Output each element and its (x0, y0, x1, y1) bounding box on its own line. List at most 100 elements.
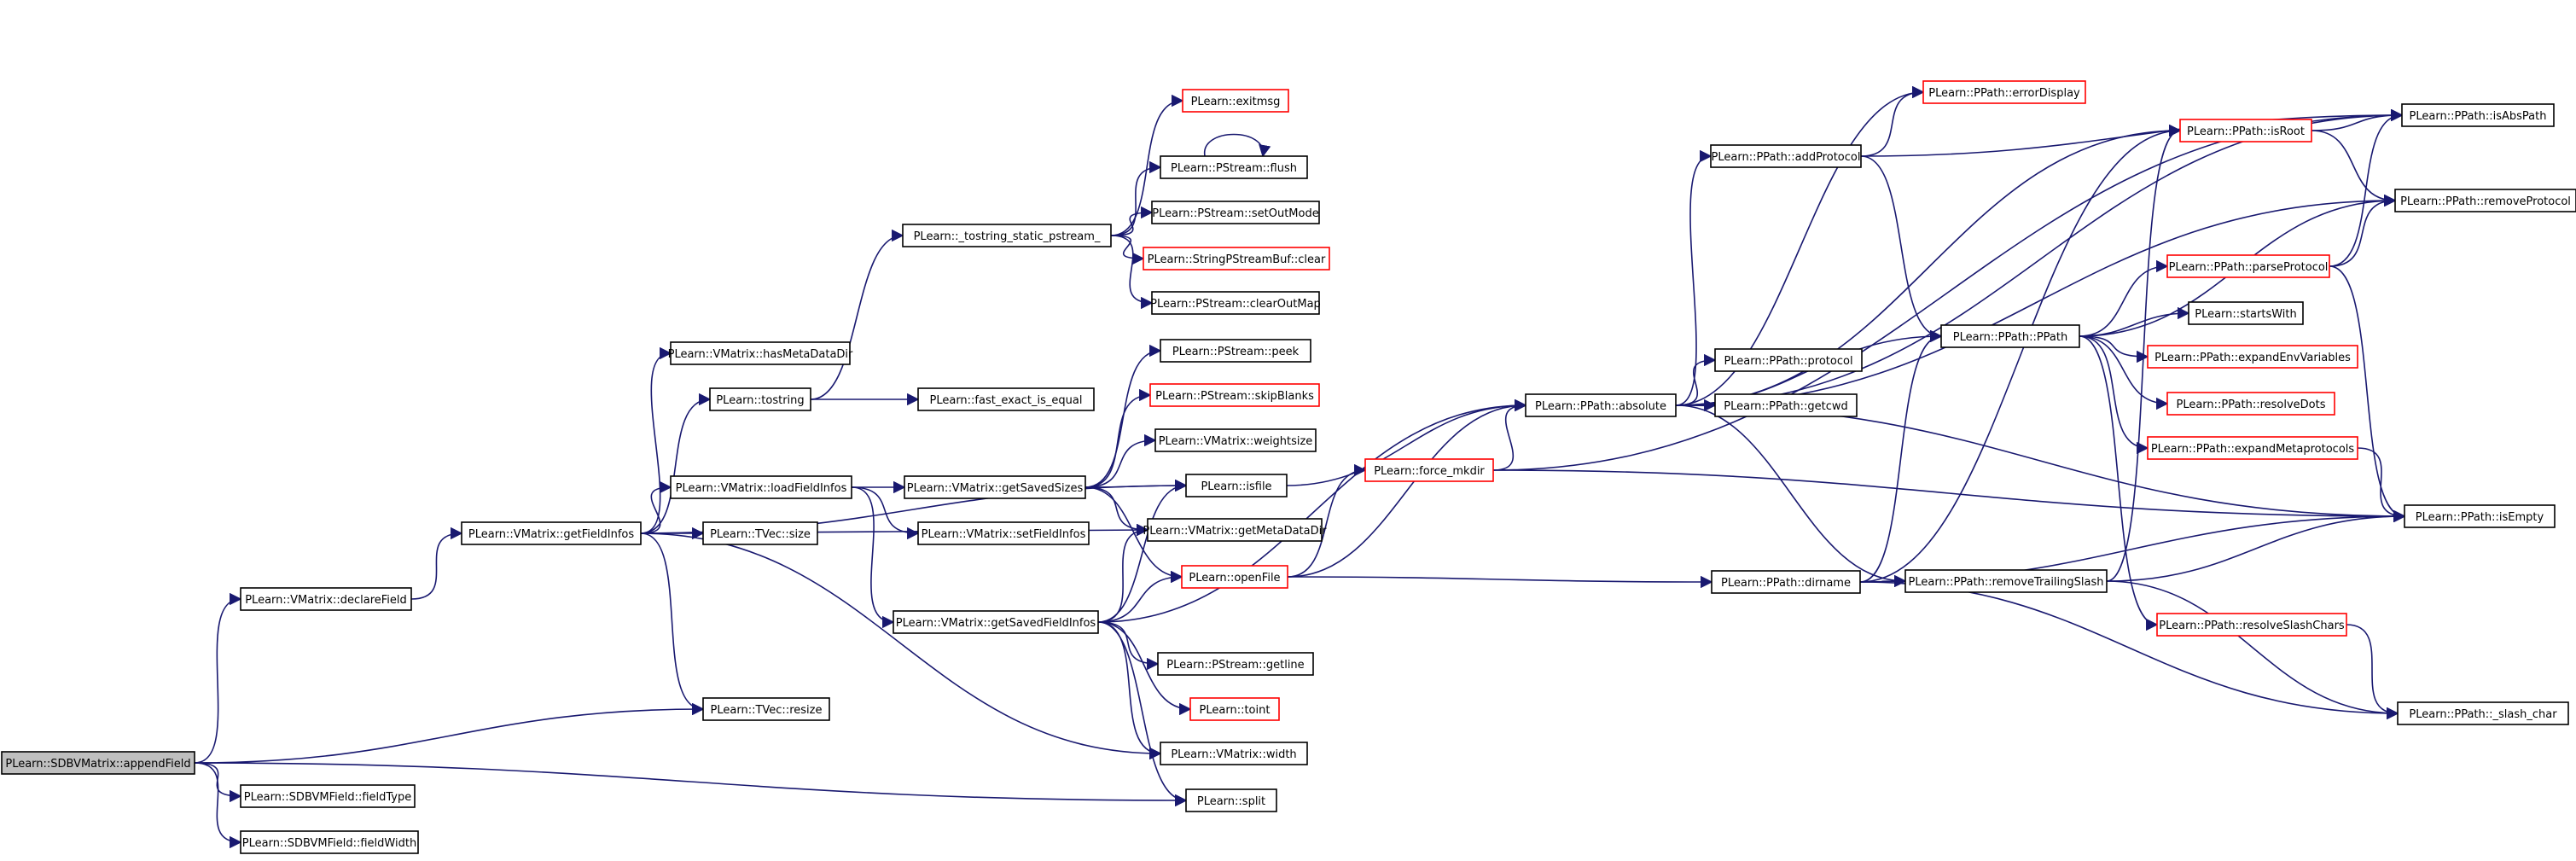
node-toint[interactable]: PLearn::toint (1189, 697, 1280, 721)
node-box[interactable] (1157, 652, 1314, 676)
node-box[interactable] (2404, 504, 2556, 528)
node-box[interactable] (1160, 742, 1308, 765)
node-box[interactable] (1922, 80, 2086, 104)
node-getSavedFieldInfos[interactable]: PLearn::VMatrix::getSavedFieldInfos (893, 610, 1099, 634)
node-exitmsg[interactable]: PLearn::exitmsg (1182, 89, 1289, 113)
node-getSavedSizes[interactable]: PLearn::VMatrix::getSavedSizes (904, 475, 1086, 499)
node-box[interactable] (702, 521, 818, 545)
node-removeTrailingSlash[interactable]: PLearn::PPath::removeTrailingSlash (1904, 569, 2108, 593)
node-box[interactable] (1710, 144, 1862, 168)
node-getFieldInfos[interactable]: PLearn::VMatrix::getFieldInfos (461, 521, 642, 545)
node-box[interactable] (1160, 155, 1308, 179)
node-box[interactable] (1364, 458, 1494, 482)
node-box[interactable] (240, 784, 416, 808)
node-box[interactable] (1185, 788, 1277, 812)
node-box[interactable] (240, 587, 412, 611)
node-width[interactable]: PLearn::VMatrix::width (1160, 742, 1308, 765)
node-box[interactable] (2401, 103, 2555, 127)
node-declareField[interactable]: PLearn::VMatrix::declareField (240, 587, 412, 611)
node-resolveSlashChars[interactable]: PLearn::PPath::resolveSlashChars (2156, 613, 2347, 637)
node-weightsize[interactable]: PLearn::VMatrix::weightsize (1154, 428, 1317, 452)
node-box[interactable] (1714, 348, 1863, 372)
node-fast_exact[interactable]: PLearn::fast_exact_is_equal (917, 387, 1095, 411)
node-box[interactable] (1185, 474, 1288, 497)
node-tvecsize[interactable]: PLearn::TVec::size (702, 521, 818, 545)
node-box[interactable] (670, 341, 851, 365)
node-box[interactable] (893, 610, 1099, 634)
node-box[interactable] (1151, 201, 1320, 224)
node-box[interactable] (1160, 339, 1311, 363)
node-box[interactable] (917, 387, 1095, 411)
node-protocol[interactable]: PLearn::PPath::protocol (1714, 348, 1863, 372)
node-box[interactable] (1, 751, 195, 775)
node-box[interactable] (2394, 189, 2576, 212)
node-spbclear[interactable]: PLearn::StringPStreamBuf::clear (1143, 247, 1330, 271)
node-hasMetaDataDir[interactable]: PLearn::VMatrix::hasMetaDataDir (668, 341, 853, 365)
node-box[interactable] (1189, 697, 1280, 721)
node-box[interactable] (1149, 383, 1320, 407)
node-box[interactable] (240, 830, 419, 854)
node-loadFieldInfos[interactable]: PLearn::VMatrix::loadFieldInfos (670, 475, 852, 499)
node-absolute[interactable]: PLearn::PPath::absolute (1525, 393, 1677, 417)
node-ppath[interactable]: PLearn::PPath::PPath (1940, 324, 2080, 348)
node-box[interactable] (1151, 291, 1320, 315)
node-fieldWidth[interactable]: PLearn::SDBVMField::fieldWidth (240, 830, 419, 854)
node-isAbsPath[interactable]: PLearn::PPath::isAbsPath (2401, 103, 2555, 127)
node-isRoot[interactable]: PLearn::PPath::isRoot (2179, 119, 2312, 143)
node-box[interactable] (2156, 613, 2347, 637)
node-appendField[interactable]: PLearn::SDBVMatrix::appendField (1, 751, 195, 775)
node-box[interactable] (1711, 570, 1861, 594)
node-box[interactable] (1714, 393, 1858, 417)
node-box[interactable] (2166, 254, 2330, 278)
node-parseProtocol[interactable]: PLearn::PPath::parseProtocol (2166, 254, 2330, 278)
node-box[interactable] (904, 475, 1086, 499)
node-box[interactable] (702, 697, 830, 721)
node-force_mkdir[interactable]: PLearn::force_mkdir (1364, 458, 1494, 482)
node-box[interactable] (2147, 345, 2358, 369)
node-setOutMode[interactable]: PLearn::PStream::setOutMode (1151, 201, 1320, 224)
node-dirname[interactable]: PLearn::PPath::dirname (1711, 570, 1861, 594)
node-removeProtocol[interactable]: PLearn::PPath::removeProtocol (2394, 189, 2576, 212)
node-box[interactable] (2188, 301, 2304, 325)
node-tostring[interactable]: PLearn::tostring (709, 387, 811, 411)
node-box[interactable] (709, 387, 811, 411)
node-clearOutMap[interactable]: PLearn::PStream::clearOutMap (1150, 291, 1321, 315)
node-errorDisplay[interactable]: PLearn::PPath::errorDisplay (1922, 80, 2086, 104)
node-box[interactable] (1147, 518, 1323, 542)
node-openFile[interactable]: PLearn::openFile (1181, 565, 1288, 589)
node-box[interactable] (1525, 393, 1677, 417)
node-split[interactable]: PLearn::split (1185, 788, 1277, 812)
node-flush[interactable]: PLearn::PStream::flush (1160, 155, 1308, 179)
node-fieldType[interactable]: PLearn::SDBVMField::fieldType (240, 784, 416, 808)
node-box[interactable] (2147, 436, 2358, 460)
node-box[interactable] (1182, 89, 1289, 113)
node-getcwd[interactable]: PLearn::PPath::getcwd (1714, 393, 1858, 417)
node-isEmpty[interactable]: PLearn::PPath::isEmpty (2404, 504, 2556, 528)
node-peek[interactable]: PLearn::PStream::peek (1160, 339, 1311, 363)
node-box[interactable] (902, 224, 1112, 247)
node-addProtocol[interactable]: PLearn::PPath::addProtocol (1710, 144, 1862, 168)
node-setFieldInfos[interactable]: PLearn::VMatrix::setFieldInfos (917, 521, 1090, 545)
node-box[interactable] (670, 475, 852, 499)
node-box[interactable] (2179, 119, 2312, 143)
node-getMetaDataDir[interactable]: PLearn::VMatrix::getMetaDataDir (1143, 518, 1327, 542)
node-isfile[interactable]: PLearn::isfile (1185, 474, 1288, 497)
node-resolveDots[interactable]: PLearn::PPath::resolveDots (2166, 392, 2335, 416)
node-box[interactable] (1181, 565, 1288, 589)
node-slash_char[interactable]: PLearn::PPath::_slash_char (2397, 701, 2569, 725)
node-box[interactable] (2166, 392, 2335, 416)
node-resize[interactable]: PLearn::TVec::resize (702, 697, 830, 721)
node-expandMetaprotocols[interactable]: PLearn::PPath::expandMetaprotocols (2147, 436, 2358, 460)
node-box[interactable] (461, 521, 642, 545)
node-tostring_static[interactable]: PLearn::_tostring_static_pstream_ (902, 224, 1112, 247)
node-box[interactable] (1904, 569, 2108, 593)
node-expandEnvVariables[interactable]: PLearn::PPath::expandEnvVariables (2147, 345, 2358, 369)
node-box[interactable] (917, 521, 1090, 545)
node-startsWith[interactable]: PLearn::startsWith (2188, 301, 2304, 325)
node-skipBlanks[interactable]: PLearn::PStream::skipBlanks (1149, 383, 1320, 407)
node-box[interactable] (1154, 428, 1317, 452)
node-box[interactable] (2397, 701, 2569, 725)
node-box[interactable] (1940, 324, 2080, 348)
node-getline[interactable]: PLearn::PStream::getline (1157, 652, 1314, 676)
node-box[interactable] (1143, 247, 1330, 271)
